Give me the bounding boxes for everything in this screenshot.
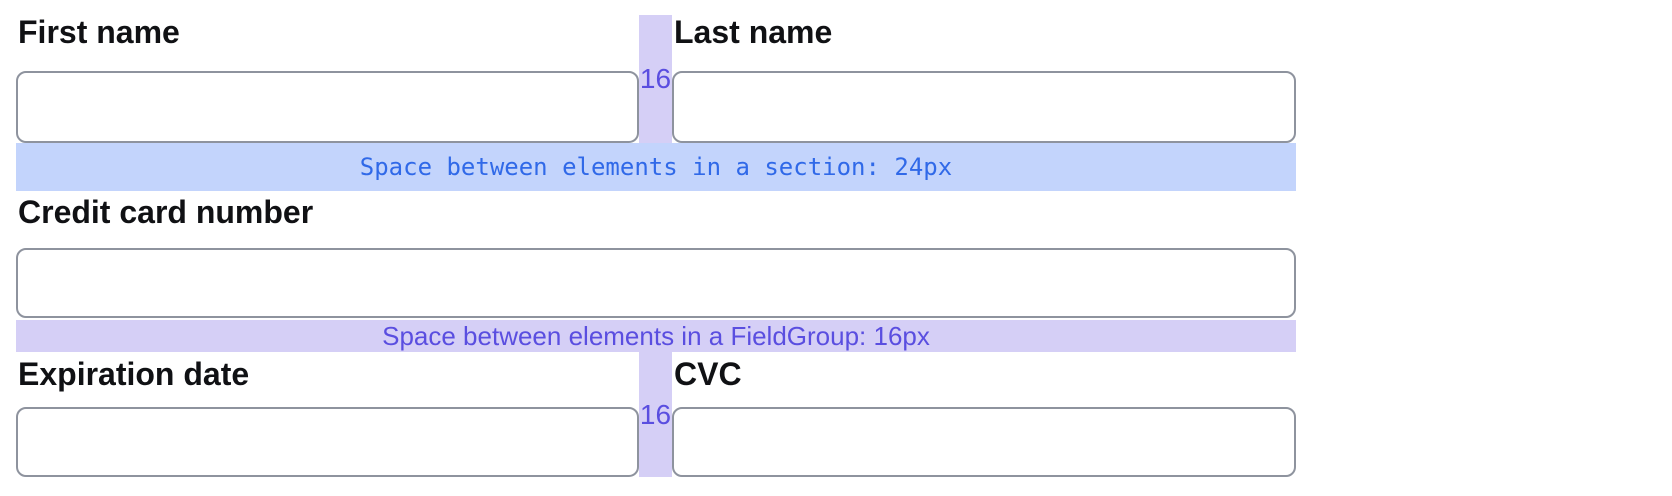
fieldgroup-gutter-band-bottom [639,352,672,477]
fieldgroup-spacing-band: Space between elements in a FieldGroup: … [16,320,1296,352]
last-name-label: Last name [674,14,833,50]
cvc-label: CVC [674,356,742,392]
expiration-date-input[interactable] [16,407,639,477]
gutter-size-label-bottom: 16 [639,399,672,430]
first-name-input[interactable] [16,71,639,143]
cvc-input[interactable] [672,407,1296,477]
expiration-date-label: Expiration date [18,356,250,392]
fieldgroup-spacing-label: Space between elements in a FieldGroup: … [382,320,930,351]
gutter-size-label-top: 16 [639,63,672,94]
card-number-input[interactable] [16,248,1296,318]
card-number-label: Credit card number [18,194,314,230]
section-spacing-band: Space between elements in a section: 24p… [16,143,1296,191]
section-spacing-label: Space between elements in a section: 24p… [359,153,953,181]
last-name-input[interactable] [672,71,1296,143]
first-name-label: First name [18,14,180,50]
fieldgroup-gutter-band-top [639,15,672,143]
